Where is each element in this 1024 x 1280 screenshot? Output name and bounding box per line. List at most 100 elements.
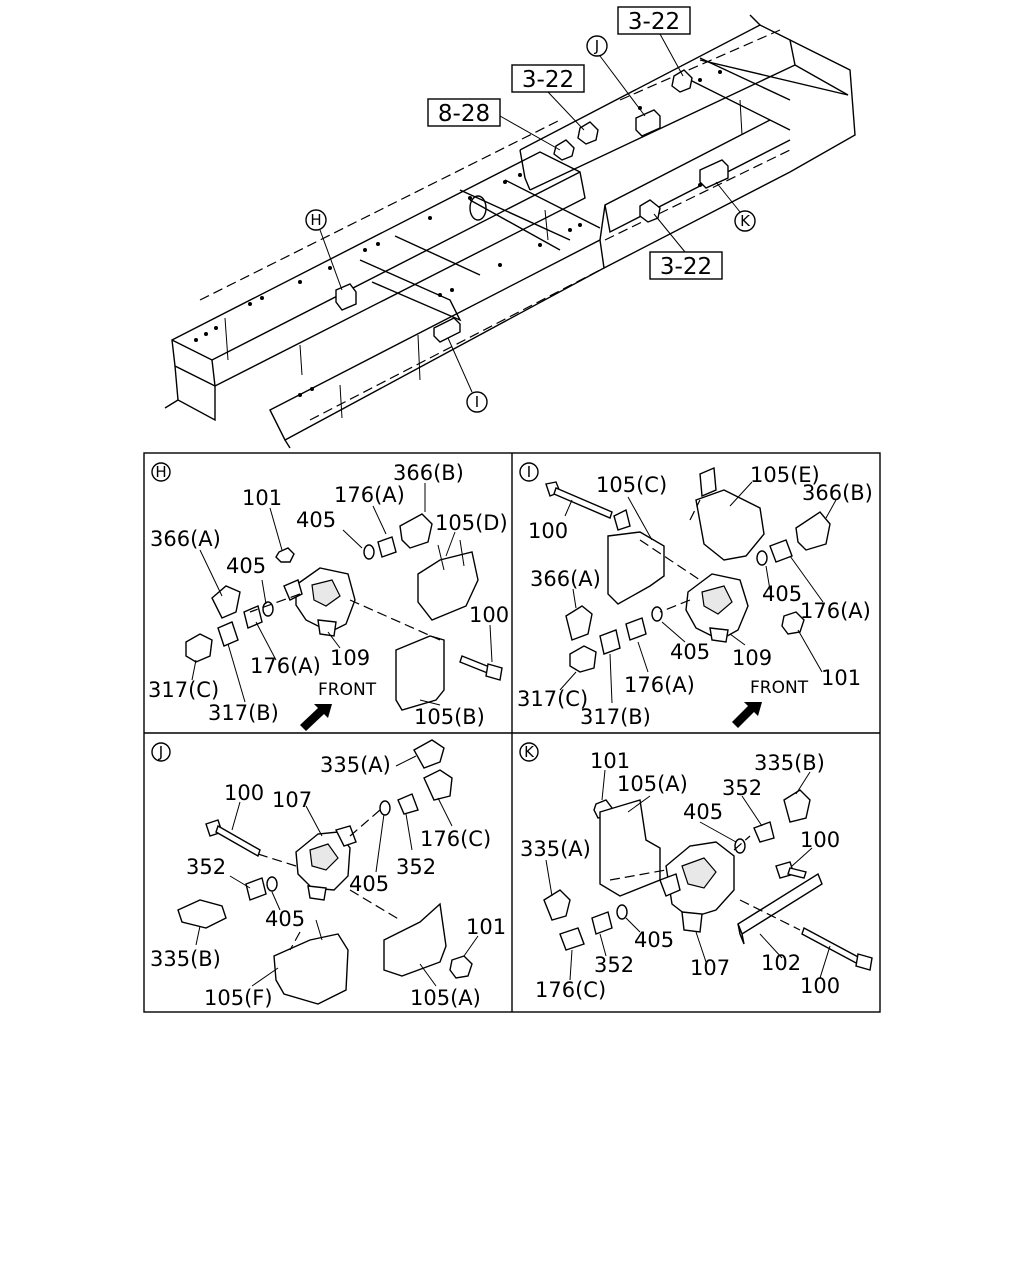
marker-j: J [151, 742, 171, 762]
panel-j: J [150, 739, 506, 1010]
panel-i: I [517, 462, 873, 729]
panel-k: K [519, 742, 873, 1002]
label-352: 352 [396, 855, 436, 879]
marker-h: H [151, 462, 171, 482]
label-101: 101 [821, 666, 861, 690]
label-105d: 105(D) [435, 511, 508, 535]
label-405: 405 [349, 872, 389, 896]
label-335a: 335(A) [320, 753, 391, 777]
label-317c: 317(C) [517, 687, 588, 711]
label-176a: 176(A) [334, 483, 405, 507]
label-405: 405 [296, 508, 336, 532]
svg-text:J: J [158, 743, 163, 761]
label-105c: 105(C) [596, 473, 667, 497]
label-335b: 335(B) [754, 751, 825, 775]
label-100: 100 [469, 603, 509, 627]
label-107: 107 [690, 956, 730, 980]
label-105f: 105(F) [204, 986, 273, 1010]
ref-box-3-22-middle[interactable]: 3-22 [511, 64, 585, 93]
label-317b: 317(B) [580, 705, 651, 729]
ref-label: 3-22 [628, 9, 680, 35]
label-109: 109 [330, 646, 370, 670]
label-176a: 176(A) [250, 654, 321, 678]
label-366b: 366(B) [393, 461, 464, 485]
label-105a: 105(A) [410, 986, 481, 1010]
label-317b: 317(B) [208, 701, 279, 725]
panel-j-leaders [195, 755, 479, 987]
label-105b: 105(B) [414, 705, 485, 729]
front-label: FRONT [750, 678, 809, 698]
leader-line [653, 213, 686, 253]
panel-j-drawing [177, 739, 473, 1005]
label-366a: 366(A) [530, 567, 601, 591]
label-405: 405 [683, 800, 723, 824]
marker-i-overview[interactable]: I [466, 391, 488, 413]
label-405: 405 [226, 554, 266, 578]
svg-text:I: I [527, 463, 531, 481]
label-176c: 176(C) [420, 827, 491, 851]
panel-i-drawing [545, 466, 831, 728]
label-405: 405 [670, 640, 710, 664]
leader-line [499, 115, 561, 151]
panel-h-leaders [191, 483, 493, 706]
panel-k-drawing [543, 789, 873, 971]
leader-line [447, 337, 473, 393]
label-107: 107 [272, 788, 312, 812]
ref-label: 3-22 [522, 67, 574, 93]
label-176c: 176(C) [535, 978, 606, 1002]
svg-text:H: H [310, 211, 321, 229]
svg-text:H: H [155, 463, 166, 481]
leader-line [547, 91, 585, 131]
label-101: 101 [590, 749, 630, 773]
ref-label: 3-22 [660, 254, 712, 280]
label-352: 352 [722, 776, 762, 800]
label-102: 102 [761, 951, 801, 975]
svg-text:J: J [594, 37, 599, 55]
label-352: 352 [186, 855, 226, 879]
marker-k: K [519, 742, 539, 762]
panel-h-drawing [185, 513, 503, 731]
panel-h: H [148, 461, 509, 731]
svg-text:I: I [475, 393, 479, 411]
label-100: 100 [224, 781, 264, 805]
label-405: 405 [634, 928, 674, 952]
ref-box-3-22-bottom[interactable]: 3-22 [649, 251, 723, 280]
label-101: 101 [466, 915, 506, 939]
label-105a: 105(A) [617, 772, 688, 796]
label-335b: 335(B) [150, 947, 221, 971]
label-405: 405 [265, 907, 305, 931]
detail-panels-frame [143, 452, 881, 1013]
leader-line [715, 181, 741, 213]
label-176a: 176(A) [624, 673, 695, 697]
label-366a: 366(A) [150, 527, 221, 551]
label-105e: 105(E) [750, 463, 820, 487]
leader-line [599, 55, 646, 117]
marker-h-overview[interactable]: H [305, 209, 327, 231]
chassis-frame-drawing [164, 14, 856, 449]
label-100: 100 [528, 519, 568, 543]
label-101: 101 [242, 486, 282, 510]
ref-box-3-22-top[interactable]: 3-22 [617, 6, 691, 35]
label-335a: 335(A) [520, 837, 591, 861]
label-405: 405 [762, 582, 802, 606]
panel-k-leaders [545, 769, 831, 981]
leader-line [659, 33, 684, 77]
svg-text:K: K [740, 212, 751, 230]
label-109: 109 [732, 646, 772, 670]
front-label: FRONT [318, 680, 377, 700]
marker-j-overview[interactable]: J [586, 35, 608, 57]
svg-text:K: K [524, 743, 535, 761]
leader-line [319, 229, 343, 291]
ref-box-8-28[interactable]: 8-28 [427, 98, 501, 127]
marker-k-overview[interactable]: K [734, 210, 756, 232]
ref-label: 8-28 [438, 101, 490, 127]
label-176a: 176(A) [800, 599, 871, 623]
marker-i: I [519, 462, 539, 482]
label-352: 352 [594, 953, 634, 977]
label-100: 100 [800, 828, 840, 852]
label-100: 100 [800, 974, 840, 998]
panel-i-leaders [559, 481, 837, 704]
label-317c: 317(C) [148, 678, 219, 702]
label-366b: 366(B) [802, 481, 873, 505]
